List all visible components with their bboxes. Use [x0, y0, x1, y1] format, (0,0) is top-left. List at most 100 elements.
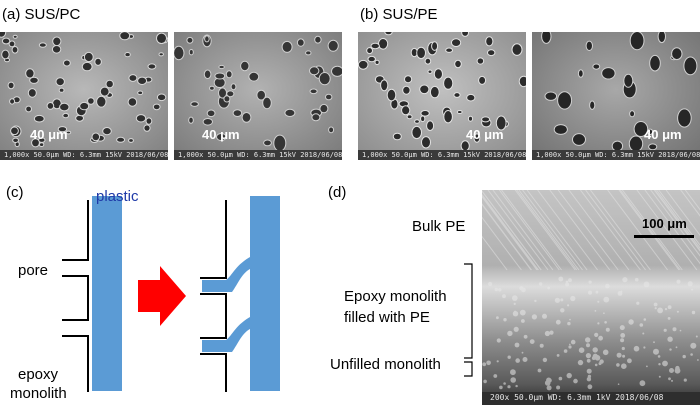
surface-streak: [654, 190, 700, 252]
rough-texture: [513, 302, 516, 305]
pore-mark: [380, 79, 389, 92]
filled-monolith-label-line1: Epoxy monolith: [344, 288, 447, 305]
epoxy-label-line1: epoxy: [18, 366, 59, 383]
rough-texture: [594, 310, 597, 312]
pore-mark: [116, 136, 126, 143]
rough-texture: [672, 327, 677, 332]
rough-texture: [697, 359, 699, 361]
surface-streak: [482, 195, 538, 271]
pore-mark: [443, 76, 454, 90]
pore-mark: [445, 47, 453, 53]
rough-texture: [560, 308, 565, 313]
pore-mark: [7, 81, 15, 90]
rough-texture: [539, 343, 544, 348]
rough-texture: [669, 348, 672, 351]
pore-mark: [190, 101, 199, 107]
rough-texture: [585, 353, 591, 359]
pore-mark: [495, 115, 507, 131]
pore-mark: [414, 119, 420, 124]
pore-mark: [370, 42, 380, 50]
pore-mark: [473, 133, 481, 143]
pore-mark: [454, 59, 462, 69]
pore-mark: [284, 108, 296, 118]
pore-mark: [25, 68, 35, 79]
pore-mark: [648, 143, 658, 151]
pore-mark: [0, 32, 7, 38]
rough-texture: [691, 288, 694, 291]
rough-texture: [586, 377, 592, 382]
rough-texture: [646, 365, 648, 368]
pore-mark: [55, 77, 65, 87]
surface-streak: [537, 190, 598, 271]
pore-mark: [420, 115, 426, 123]
rough-texture: [521, 351, 524, 354]
region-brackets: [464, 263, 473, 377]
pore-mark: [585, 40, 593, 51]
rough-texture: [603, 312, 605, 314]
pore-mark: [203, 69, 212, 80]
pore-mark: [628, 135, 644, 152]
pore-mark: [601, 67, 616, 80]
pore-mark: [429, 85, 440, 99]
pore-mark: [677, 108, 692, 128]
rough-texture: [676, 279, 681, 284]
pore-mark: [384, 32, 393, 36]
pore-mark: [25, 105, 33, 113]
surface-streak: [650, 190, 700, 257]
rough-texture: [547, 286, 551, 290]
pore-mark: [309, 88, 318, 95]
sem-texture: [174, 32, 342, 160]
rough-texture: [568, 345, 572, 349]
pore-mark: [401, 105, 411, 116]
surface-streak: [590, 190, 651, 271]
rough-texture: [514, 342, 520, 348]
rough-texture: [622, 277, 628, 283]
pore-mark: [147, 63, 157, 70]
rough-texture: [558, 276, 564, 282]
pore-mark: [544, 91, 558, 101]
pore-mark: [456, 110, 463, 114]
rough-texture: [556, 385, 561, 390]
rough-texture: [486, 360, 491, 366]
rough-texture: [653, 302, 658, 307]
pore-mark: [577, 69, 584, 78]
pore-mark: [29, 76, 39, 84]
pore-mark: [311, 113, 321, 122]
rough-texture: [578, 347, 585, 353]
sem-cross-section-image: 100 μm 200x 50.0μm WD: 6.3mm 1kV 2018/06…: [482, 190, 700, 405]
rough-texture: [546, 385, 552, 391]
rough-texture: [521, 289, 525, 292]
rough-texture: [507, 355, 511, 359]
surface-streak: [522, 190, 583, 271]
surface-streak: [516, 190, 578, 271]
pore-mark: [281, 40, 293, 53]
pore-mark: [59, 102, 70, 112]
pore-mark: [105, 79, 114, 89]
plastic-in-pore-2: [202, 316, 252, 352]
pore-mark: [156, 32, 167, 44]
pore-mark: [466, 93, 476, 102]
pore-mark: [63, 59, 71, 67]
pore-mark: [367, 55, 376, 63]
pore-mark: [541, 32, 552, 44]
scale-label: 40 μm: [202, 127, 240, 142]
pore-mark: [96, 95, 107, 108]
epoxy-monolith-before: [62, 200, 89, 392]
rough-texture: [496, 360, 499, 363]
pore-mark: [327, 39, 339, 52]
pore-mark: [1, 49, 10, 60]
pore-mark: [204, 35, 210, 43]
rough-texture: [674, 367, 681, 374]
pore-mark: [572, 133, 586, 146]
surface-streak: [665, 190, 700, 237]
pore-mark: [611, 140, 624, 152]
pore-mark: [62, 112, 70, 119]
pore-mark: [31, 138, 40, 148]
rough-texture: [682, 354, 686, 359]
pore-mark: [433, 68, 444, 80]
surface-streak: [636, 190, 698, 271]
pore-mark: [518, 75, 526, 88]
pore-mark: [102, 127, 112, 136]
rough-texture: [676, 310, 679, 313]
rough-texture: [620, 290, 623, 293]
